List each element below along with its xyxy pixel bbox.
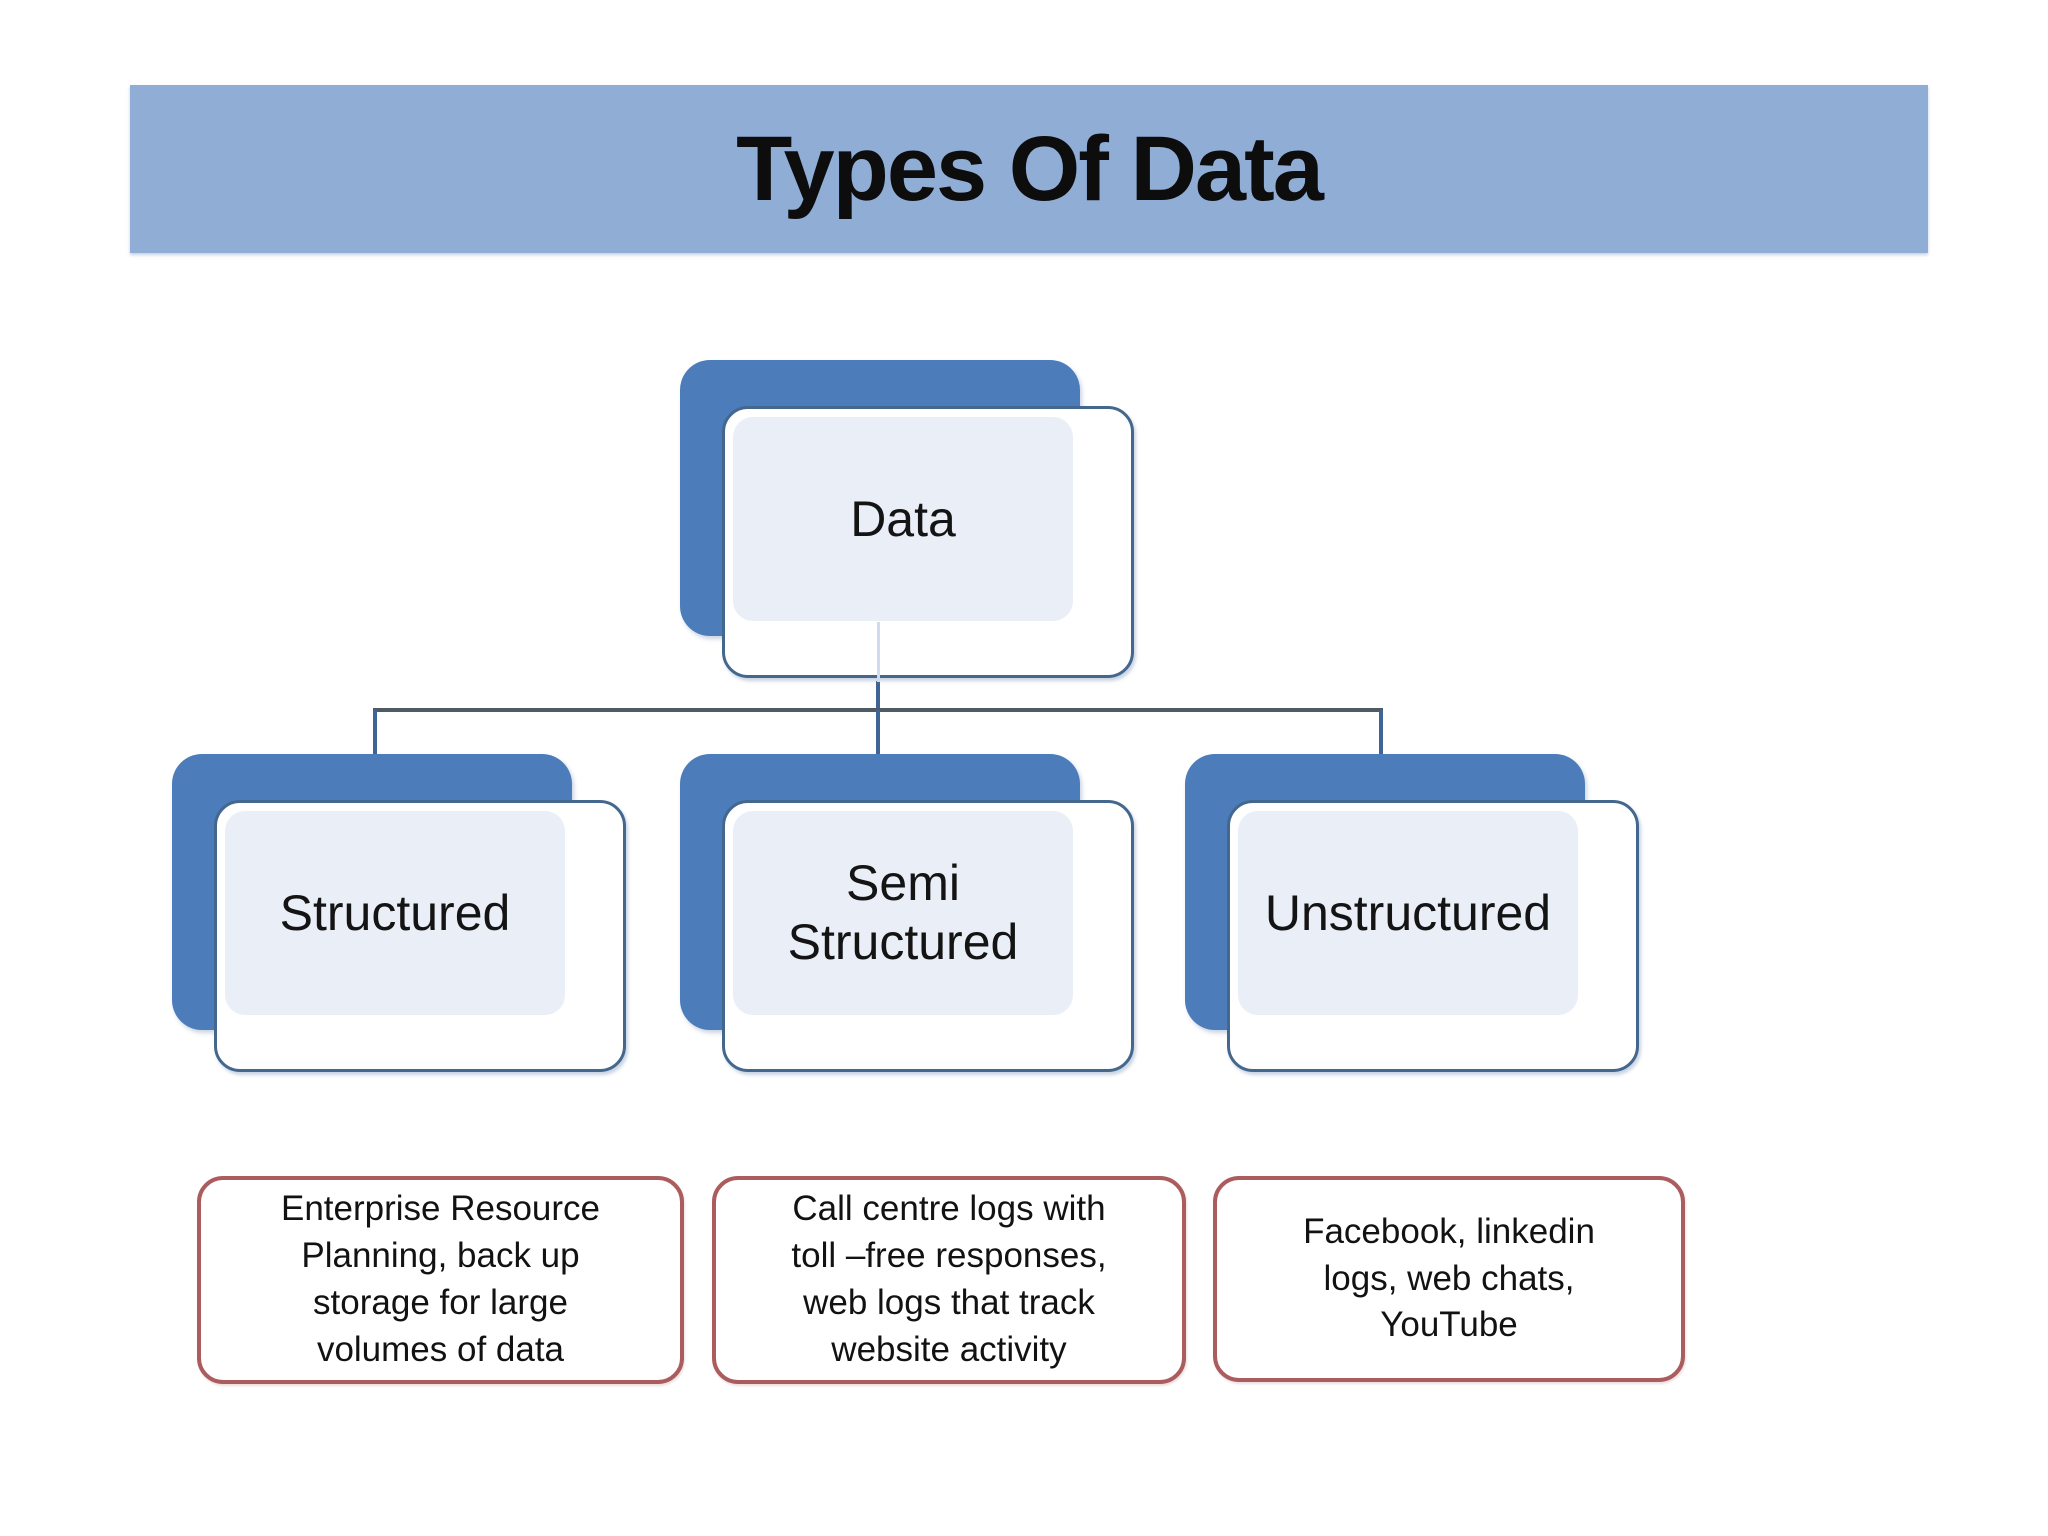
description-box-unstructured: Facebook, linkedin logs, web chats, YouT… [1213,1176,1685,1382]
connector-stub-structured [373,710,377,756]
node-structured: Structured [172,754,632,1084]
connector-stub-semi-structured [876,710,880,756]
node-data-label: Data [850,490,956,547]
connector-root-stem [876,681,880,710]
slide-title: Types Of Data [736,118,1324,220]
node-structured-label: Structured [279,884,511,941]
node-structured-inner-panel: Structured [225,811,565,1015]
title-banner: Types Of Data [130,85,1928,253]
description-box-semi-structured: Call centre logs with toll –free respons… [712,1176,1186,1384]
node-semi-structured-inner-panel: Semi Structured [733,811,1073,1015]
node-unstructured-label: Unstructured [1264,884,1552,941]
connector-stub-unstructured [1379,710,1383,756]
node-data: Data [680,360,1140,690]
node-unstructured: Unstructured [1185,754,1645,1084]
node-semi-structured-label: Semi Structured [787,855,1019,970]
connector-root-inner-line [877,622,880,682]
node-semi-structured: Semi Structured [680,754,1140,1084]
node-data-inner-panel: Data [733,417,1073,621]
node-unstructured-inner-panel: Unstructured [1238,811,1578,1015]
node-structured-front-shape: Structured [214,800,626,1072]
node-semi-structured-front-shape: Semi Structured [722,800,1134,1072]
node-data-front-shape: Data [722,406,1134,678]
node-unstructured-front-shape: Unstructured [1227,800,1639,1072]
description-box-structured: Enterprise Resource Planning, back up st… [197,1176,684,1384]
